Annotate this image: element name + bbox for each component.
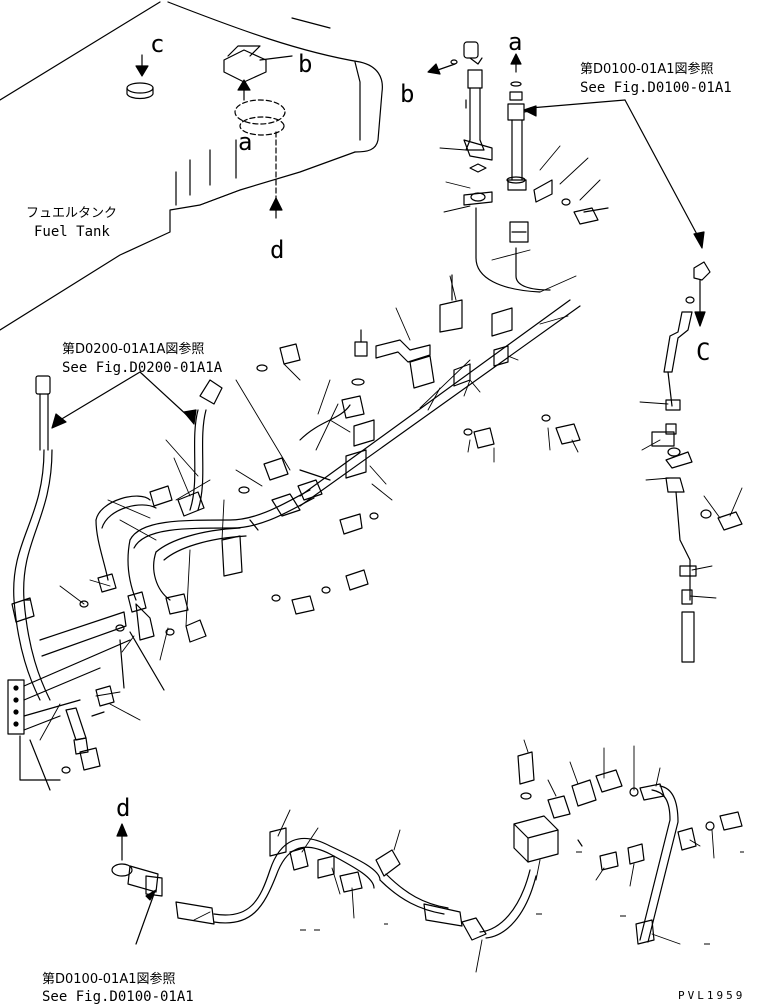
letter-c-tank: c [150, 30, 165, 58]
fuel-tank-label-jp: フュエルタンク [26, 206, 118, 221]
letter-b-tank: b [298, 50, 313, 78]
ref-top-right-en: See Fig.D0100-01A1 [580, 80, 732, 96]
ref-left-jp: 第D0200-01A1A図参照 [62, 342, 205, 357]
right-assembly [651, 261, 743, 663]
fuel-tank [0, 1, 383, 331]
ref-bottom-jp: 第D0100-01A1図参照 [42, 972, 176, 987]
ref-left-en: See Fig.D0200-01A1A [62, 360, 223, 376]
ref-top-right-jp: 第D0100-01A1図参照 [580, 62, 714, 77]
ref-bottom-en: See Fig.D0100-01A1 [42, 989, 194, 1005]
fuel-tank-label-en: Fuel Tank [34, 224, 110, 240]
bottom-assembly [111, 751, 743, 945]
letter-c-right: C [696, 338, 711, 366]
drawing-code: PVL1959 [678, 989, 746, 1002]
left-hoses [7, 375, 323, 791]
letter-d-bottom: d [116, 794, 131, 822]
letter-b-top: b [400, 80, 415, 108]
letter-a-tank: a [238, 128, 253, 156]
letter-d-tank: d [270, 236, 285, 264]
top-fittings [427, 41, 609, 293]
middle-brackets [221, 274, 581, 615]
letter-a-top: a [508, 28, 523, 56]
leader-lines [39, 145, 743, 973]
